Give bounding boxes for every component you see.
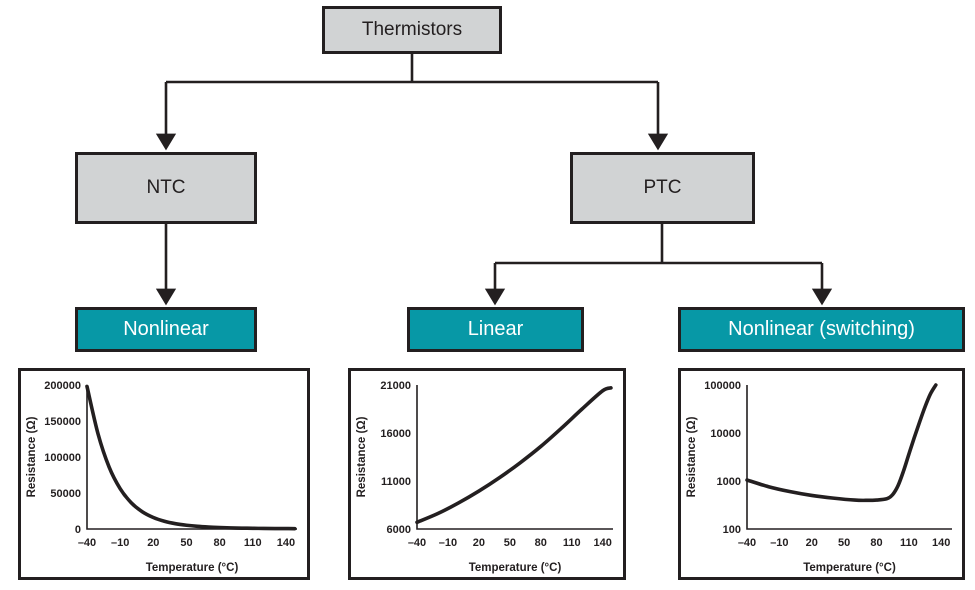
x-tick-label: 140 <box>594 537 612 549</box>
node-ntc-nonlinear[interactable]: Nonlinear <box>75 307 257 352</box>
y-tick-label: 21000 <box>380 380 411 392</box>
x-axis-title: Temperature (°C) <box>803 562 896 574</box>
y-tick-label: 100 <box>723 524 741 536</box>
x-tick-label: 80 <box>535 537 547 549</box>
x-tick-label: 80 <box>870 537 882 549</box>
data-curve <box>415 386 613 525</box>
x-axis-title: Temperature (°C) <box>469 562 562 574</box>
y-tick-label: 100000 <box>44 452 81 464</box>
data-curve <box>745 383 938 503</box>
chart-ntc: 0 50000 100000 150000 200000 –40 –10 20 50 80 110 1… <box>26 380 297 574</box>
x-tick-label: –40 <box>78 537 96 549</box>
x-tick-label: 110 <box>900 537 918 549</box>
chart-ptc-switching: 100 1000 10000 100000 –40 –10 20 50 80 110 140Temp… <box>686 380 952 574</box>
node-ntc-label: NTC <box>146 177 186 199</box>
x-tick-label: 80 <box>214 537 226 549</box>
x-tick-label: 20 <box>147 537 159 549</box>
x-tick-label: 110 <box>563 537 581 549</box>
x-tick-label: 50 <box>838 537 850 549</box>
x-tick-label: –40 <box>738 537 756 549</box>
x-axis-title: Temperature (°C) <box>146 562 239 574</box>
y-tick-label: 50000 <box>50 488 81 500</box>
x-tick-label: 20 <box>473 537 485 549</box>
x-tick-label: 50 <box>504 537 516 549</box>
x-tick-label: 20 <box>806 537 818 549</box>
node-ptc-nonlinear-switching-label: Nonlinear (switching) <box>728 318 915 340</box>
y-tick-label: 6000 <box>387 524 411 536</box>
y-tick-label: 200000 <box>44 380 81 392</box>
chart-panel-ntc: 0 50000 100000 150000 200000 –40 –10 20 50 80 110 1… <box>18 368 310 580</box>
y-axis-title: Resistance (Ω) <box>356 416 368 497</box>
y-tick-label: 0 <box>75 524 81 536</box>
y-axis-title: Resistance (Ω) <box>686 416 698 497</box>
node-ntc[interactable]: NTC <box>75 152 257 224</box>
y-tick-label: 16000 <box>380 428 411 440</box>
data-curve <box>85 384 297 531</box>
node-ptc-linear-label: Linear <box>467 318 524 340</box>
node-ntc-nonlinear-label: Nonlinear <box>123 318 209 340</box>
y-tick-label: 11000 <box>381 476 411 488</box>
x-tick-label: 140 <box>277 537 295 549</box>
chart-ptc-linear: 6000 11000 16000 21000 –40 –10 20 50 80 110 140Tem… <box>356 380 613 574</box>
x-tick-label: 110 <box>244 537 262 549</box>
x-tick-label: 140 <box>932 537 950 549</box>
x-tick-label: –10 <box>439 537 457 549</box>
x-tick-label: –10 <box>770 537 788 549</box>
y-tick-label: 1000 <box>717 476 741 488</box>
node-thermistors[interactable]: Thermistors <box>322 6 502 54</box>
y-tick-label: 150000 <box>44 416 81 428</box>
y-axis-title: Resistance (Ω) <box>26 416 38 497</box>
x-tick-label: –40 <box>408 537 426 549</box>
y-tick-label: 10000 <box>710 428 741 440</box>
x-tick-label: –10 <box>111 537 129 549</box>
node-ptc-label: PTC <box>643 177 682 199</box>
node-ptc-linear[interactable]: Linear <box>407 307 584 352</box>
node-ptc[interactable]: PTC <box>570 152 755 224</box>
x-tick-label: 50 <box>180 537 192 549</box>
node-ptc-nonlinear-switching[interactable]: Nonlinear (switching) <box>678 307 965 352</box>
y-tick-label: 100000 <box>704 380 741 392</box>
node-thermistors-label: Thermistors <box>361 19 463 41</box>
